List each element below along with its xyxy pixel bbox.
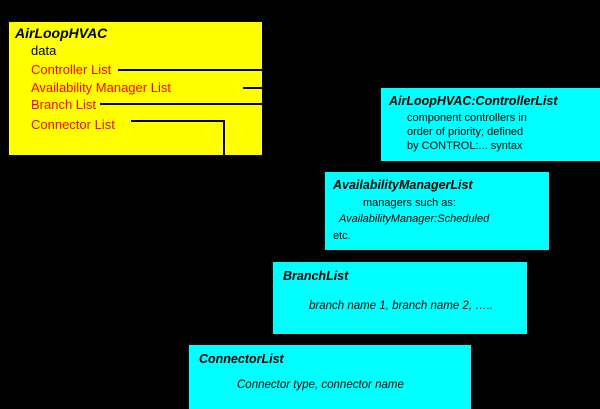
controllerlist-box[interactable]: AirLoopHVAC:ControllerList component con…: [381, 88, 600, 161]
connectorlist-line-1: Connector type, connector name: [237, 379, 404, 391]
airloophvac-title: AirLoopHVAC: [15, 25, 108, 41]
availabilitymanagerlist-line-1: managers such as:: [363, 197, 456, 209]
availabilitymanagerlist-line-3: etc.: [333, 230, 351, 242]
branchlist-title: BranchList: [283, 269, 349, 283]
connector-line-connector-list-horizontal: [131, 120, 225, 122]
availabilitymanagerlist-box[interactable]: AvailabilityManagerList managers such as…: [325, 172, 549, 250]
branchlist-box[interactable]: BranchList branch name 1, branch name 2,…: [273, 262, 527, 334]
airloophvac-data-label: data: [31, 43, 57, 58]
connector-line-availability-manager-list: [243, 87, 331, 89]
controllerlist-line-3: by CONTROL:... syntax: [407, 140, 523, 152]
field-connector-list[interactable]: Connector List: [31, 117, 115, 132]
connectorlist-box[interactable]: ConnectorList Connector type, connector …: [189, 345, 471, 409]
branchlist-line-1: branch name 1, branch name 2, …..: [309, 300, 494, 312]
field-branch-list[interactable]: Branch List: [31, 97, 97, 112]
connector-line-controller-list: [118, 69, 384, 71]
controllerlist-line-1: component controllers in: [407, 112, 527, 124]
connectorlist-title: ConnectorList: [199, 352, 284, 366]
connector-line-branch-list: [100, 103, 280, 105]
notch-controllerlist: [398, 82, 405, 88]
airloophvac-parent-box[interactable]: AirLoopHVAC data Controller List Availab…: [9, 22, 262, 155]
connector-line-connector-list-vertical: [223, 120, 225, 156]
field-controller-list[interactable]: Controller List: [31, 62, 112, 77]
controllerlist-line-2: order of priority; defined: [407, 126, 524, 138]
availabilitymanagerlist-title: AvailabilityManagerList: [333, 178, 473, 192]
availabilitymanagerlist-line-2: AvailabilityManager:Scheduled: [339, 213, 490, 225]
field-availability-manager-list[interactable]: Availability Manager List: [31, 80, 171, 95]
notch-availabilitymanagerlist: [341, 166, 348, 172]
controllerlist-title: AirLoopHVAC:ControllerList: [389, 94, 558, 108]
